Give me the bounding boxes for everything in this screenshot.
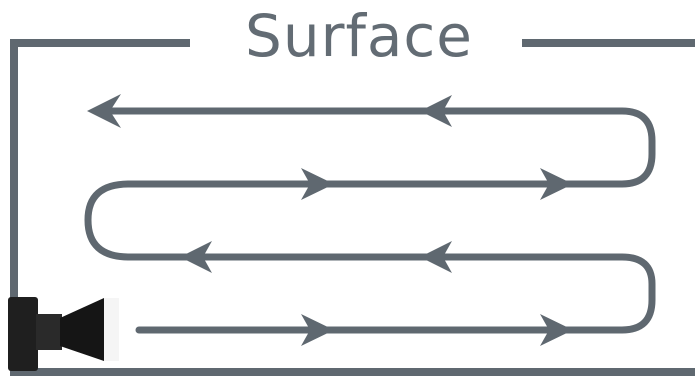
arrowhead-icon (540, 168, 573, 200)
direction-arrowheads (87, 94, 573, 346)
surface-frame (10, 39, 695, 376)
nozzle-cone (60, 298, 104, 361)
frame-top-left-segment (10, 39, 695, 376)
arrowhead-icon (301, 168, 334, 200)
arrowhead-icon (540, 314, 573, 346)
spray-plate (104, 298, 119, 361)
surface-title: Surface (245, 2, 473, 70)
arrowhead-icon (420, 95, 452, 127)
spray-nozzle-icon (8, 297, 119, 371)
arrowhead-icon (420, 241, 452, 273)
arrowhead-icon (301, 314, 334, 346)
nozzle-neck (36, 314, 62, 350)
serpentine-spray-path (84, 107, 656, 334)
nozzle-body (8, 297, 38, 371)
arrowhead-icon (87, 94, 121, 128)
arrowhead-icon (180, 241, 212, 273)
